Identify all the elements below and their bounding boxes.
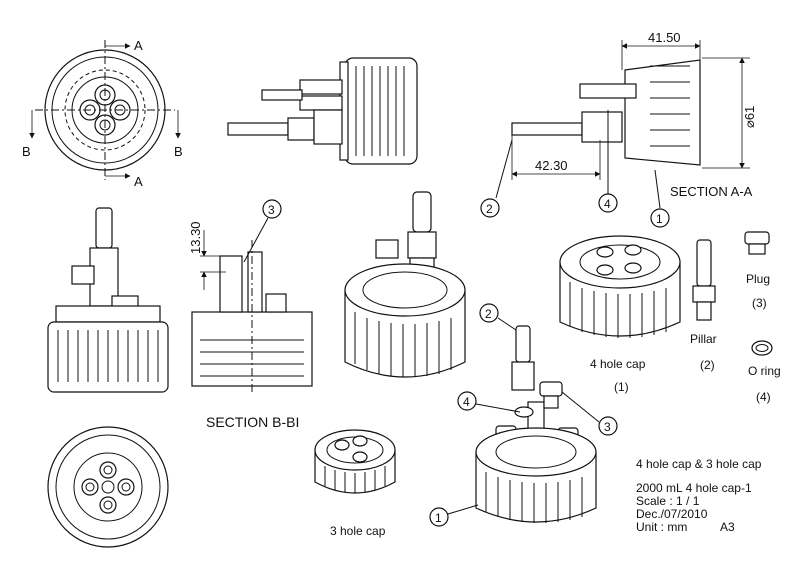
side-elevation-view xyxy=(227,57,418,165)
part-4-name: O ring xyxy=(748,364,781,378)
front-elevation-view xyxy=(47,207,169,393)
bottom-view xyxy=(47,426,169,548)
three-hole-cap-part xyxy=(314,429,396,494)
balloon-1-exploded-label: 1 xyxy=(435,511,442,525)
cut-label-a-top: A xyxy=(134,38,143,53)
three-hole-cap-label: 3 hole cap xyxy=(330,524,386,538)
balloon-4-section-aa xyxy=(598,170,618,213)
exploded-assembly-view xyxy=(475,325,597,523)
balloon-2-section-aa xyxy=(480,139,513,218)
balloon-3-exploded xyxy=(561,391,618,436)
title-heading: 4 hole cap & 3 hole cap xyxy=(636,457,762,471)
section-aa-title: SECTION A-A xyxy=(670,184,753,199)
balloon-3-exploded-label: 3 xyxy=(604,420,611,434)
o-ring-part xyxy=(751,340,773,356)
balloon-1-section-aa xyxy=(650,169,670,228)
balloon-4-exploded xyxy=(457,391,521,413)
section-bb-title: SECTION B-BI xyxy=(206,414,299,430)
balloon-3-section-bb xyxy=(243,199,282,263)
title-scale: Scale : 1 / 1 xyxy=(636,494,700,508)
part-4-number: (4) xyxy=(756,390,771,404)
plug-part xyxy=(744,231,770,255)
dimension-pillar-offset: 42.30 xyxy=(535,158,568,173)
isometric-assembly-view xyxy=(344,191,466,378)
balloon-4-exploded-label: 4 xyxy=(463,395,470,409)
balloon-3-label-bb: 3 xyxy=(268,203,275,217)
section-aa-view xyxy=(511,40,750,180)
cut-label-b-right: B xyxy=(174,144,183,159)
title-date: Dec./07/2010 xyxy=(636,507,708,521)
top-view xyxy=(29,40,181,180)
balloon-1-label: 1 xyxy=(656,212,663,226)
title-unit: Unit : mm xyxy=(636,520,687,534)
pillar-part xyxy=(692,239,716,321)
part-3-number: (3) xyxy=(752,296,767,310)
title-sheet-size: A3 xyxy=(720,520,735,534)
four-hole-cap-part xyxy=(559,235,681,338)
part-3-name: Plug xyxy=(746,272,770,286)
balloon-2-exploded-label: 2 xyxy=(485,307,492,321)
dimension-height: 13.30 xyxy=(188,221,203,254)
dimension-diameter: ⌀61 xyxy=(742,106,757,128)
balloon-1-exploded xyxy=(429,504,479,527)
part-2-name: Pillar xyxy=(690,332,717,346)
dimension-width: 41.50 xyxy=(648,30,681,45)
balloon-2-exploded xyxy=(479,303,517,331)
part-1-name: 4 hole cap xyxy=(590,357,646,371)
title-drawing-name: 2000 mL 4 hole cap-1 xyxy=(636,481,752,495)
cut-label-b-left: B xyxy=(22,144,31,159)
part-2-number: (2) xyxy=(700,358,715,372)
section-bb-view xyxy=(191,230,313,392)
balloon-4-label: 4 xyxy=(604,197,611,211)
part-1-number: (1) xyxy=(614,380,629,394)
balloon-2-label: 2 xyxy=(486,202,493,216)
cut-label-a-bottom: A xyxy=(134,174,143,189)
